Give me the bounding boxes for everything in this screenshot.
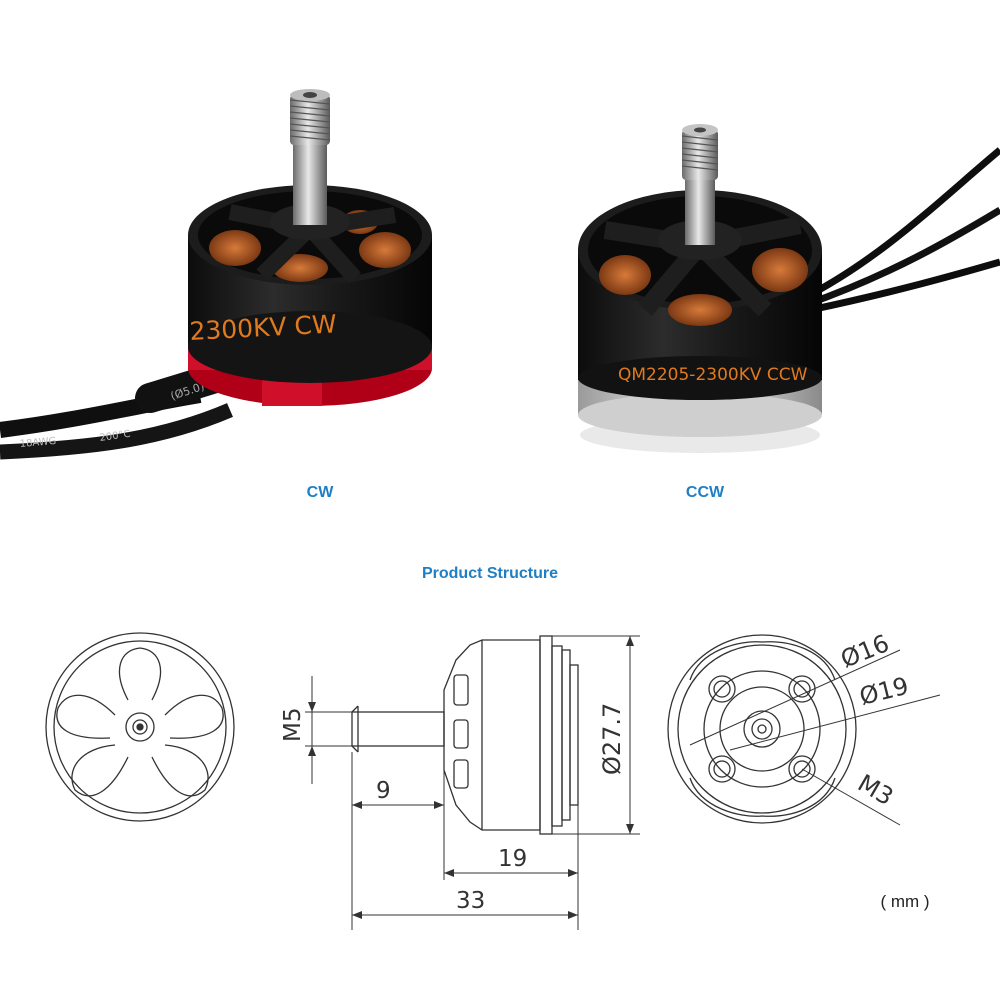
dim-bolt-circle-16: Ø16: [837, 629, 893, 673]
unit-label: ( mm ): [880, 892, 930, 911]
dim-total-length: 33: [456, 888, 485, 914]
front-view: [45, 632, 235, 822]
side-view: [351, 635, 579, 835]
cable-label-temp: 200°C: [99, 429, 131, 444]
ccw-print: QM2205-2300KV CCW: [618, 365, 808, 385]
dim-shaft-length: 9: [376, 778, 391, 804]
cable-label-awg: 18AWG: [19, 436, 56, 450]
dim-body-length: 19: [498, 846, 527, 872]
cw-caption: CW: [306, 484, 334, 501]
motor-photos: 18AWG 200°C (Ø5.0) 2300KV CW: [0, 89, 1000, 460]
cw-motor-photo: 18AWG 200°C (Ø5.0) 2300KV CW: [0, 89, 432, 460]
section-title: Product Structure: [421, 565, 558, 582]
ccw-motor-photo: QM2205-2300KV CCW: [578, 124, 1000, 453]
dim-body-diameter: Ø27.7: [598, 703, 626, 775]
ccw-caption: CCW: [685, 484, 725, 501]
rear-view: [667, 634, 857, 824]
structure-drawing: M5 9 Ø27.7 19 33 Ø16 Ø19 M3: [45, 629, 941, 930]
dim-thread: M5: [280, 708, 306, 742]
dim-mount-screw: M3: [853, 769, 898, 811]
